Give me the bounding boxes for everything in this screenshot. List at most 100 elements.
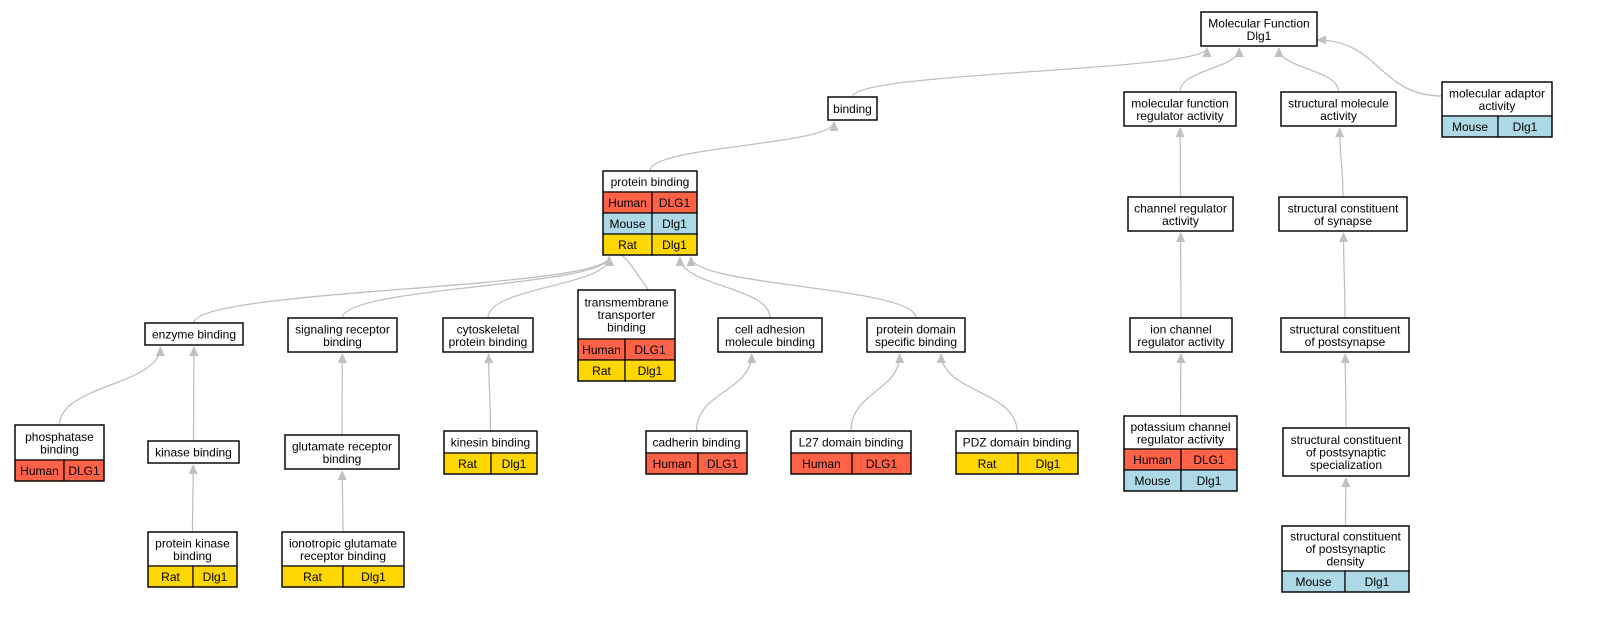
term-label-line: structural constituent: [1290, 322, 1401, 336]
edge-igrb-to-grb: [337, 470, 347, 533]
term-border: [287, 317, 398, 353]
term-border: [717, 317, 823, 353]
term-border: [1123, 91, 1237, 127]
term-border: [1127, 196, 1234, 232]
term-label-line: activity: [1479, 99, 1516, 113]
term-node-kb[interactable]: kinase binding: [147, 440, 240, 464]
term-box: [1123, 91, 1237, 127]
term-border: [790, 430, 912, 475]
term-label-line: regulator activity: [1137, 335, 1224, 349]
edge-cpb-to-pb: [487, 256, 614, 319]
term-border: [602, 170, 698, 256]
term-label-line: specific binding: [875, 335, 957, 349]
term-label-line: ion channel: [1150, 322, 1211, 336]
edges-layer: [58, 35, 1443, 533]
term-label-line: enzyme binding: [152, 328, 236, 342]
term-label-line: cell adhesion: [735, 322, 805, 336]
term-label-line: receptor binding: [300, 549, 386, 563]
gene-label: DLG1: [866, 457, 898, 471]
edge-kib-to-cpb: [484, 353, 494, 432]
term-border: [866, 317, 966, 353]
term-border: [14, 424, 105, 482]
gene-label: Dlg1: [502, 457, 527, 471]
term-label-line: transporter: [597, 308, 655, 322]
term-label-line: cadherin binding: [652, 436, 740, 450]
edge-pkb-to-kb: [188, 464, 198, 533]
term-label-line: binding: [607, 321, 646, 335]
term-box: [1123, 415, 1238, 450]
term-label-line: regulator activity: [1136, 109, 1223, 123]
term-label-line: protein binding: [449, 335, 528, 349]
edge-scps-to-scp: [1340, 353, 1350, 429]
gene-label: Dlg1: [1513, 120, 1538, 134]
species-label: Rat: [978, 457, 997, 471]
species-label: Rat: [303, 570, 322, 584]
term-label-line: molecular adaptor: [1449, 86, 1545, 100]
term-label-line: signaling receptor: [295, 322, 390, 336]
term-border: [1200, 11, 1318, 47]
species-label: Human: [802, 457, 841, 471]
term-label-line: activity: [1162, 214, 1199, 228]
term-label-line: binding: [323, 452, 362, 466]
term-node-binding[interactable]: binding: [827, 96, 878, 121]
edge-cb-to-camb: [695, 353, 757, 432]
term-border: [645, 430, 748, 475]
term-label-line: binding: [833, 102, 872, 116]
term-label-line: of synapse: [1314, 214, 1372, 228]
term-label-line: binding: [173, 549, 212, 563]
edge-srb-to-pb: [341, 256, 614, 319]
species-label: Human: [20, 464, 59, 478]
term-label-line: PDZ domain binding: [963, 436, 1072, 450]
term-box: [1282, 427, 1410, 477]
term-border: [144, 322, 244, 346]
species-label: Rat: [618, 238, 637, 252]
gene-label: Dlg1: [1365, 575, 1390, 589]
term-border: [1280, 317, 1410, 353]
species-label: Human: [1133, 453, 1172, 467]
term-label-line: channel regulator: [1134, 201, 1227, 215]
gene-label: DLG1: [634, 343, 666, 357]
term-box: [147, 531, 238, 567]
gene-label: Dlg1: [203, 570, 228, 584]
gene-label: DLG1: [659, 196, 691, 210]
term-label-line: phosphatase: [25, 430, 94, 444]
term-label-line: molecular function: [1131, 96, 1228, 110]
term-label-line: structural molecule: [1288, 96, 1389, 110]
species-label: Rat: [458, 457, 477, 471]
term-border: [284, 434, 400, 470]
term-label-line: structural constituent: [1290, 530, 1401, 544]
term-node-eb[interactable]: enzyme binding: [144, 322, 244, 346]
term-label-line: of postsynaptic: [1305, 542, 1385, 556]
term-border: [147, 440, 240, 464]
edge-pdsb-to-pb: [686, 256, 917, 319]
term-label-line: molecule binding: [725, 335, 815, 349]
edge-phb-to-eb: [58, 346, 165, 426]
term-label-line: of postsynapse: [1305, 335, 1386, 349]
term-border: [1280, 91, 1397, 127]
